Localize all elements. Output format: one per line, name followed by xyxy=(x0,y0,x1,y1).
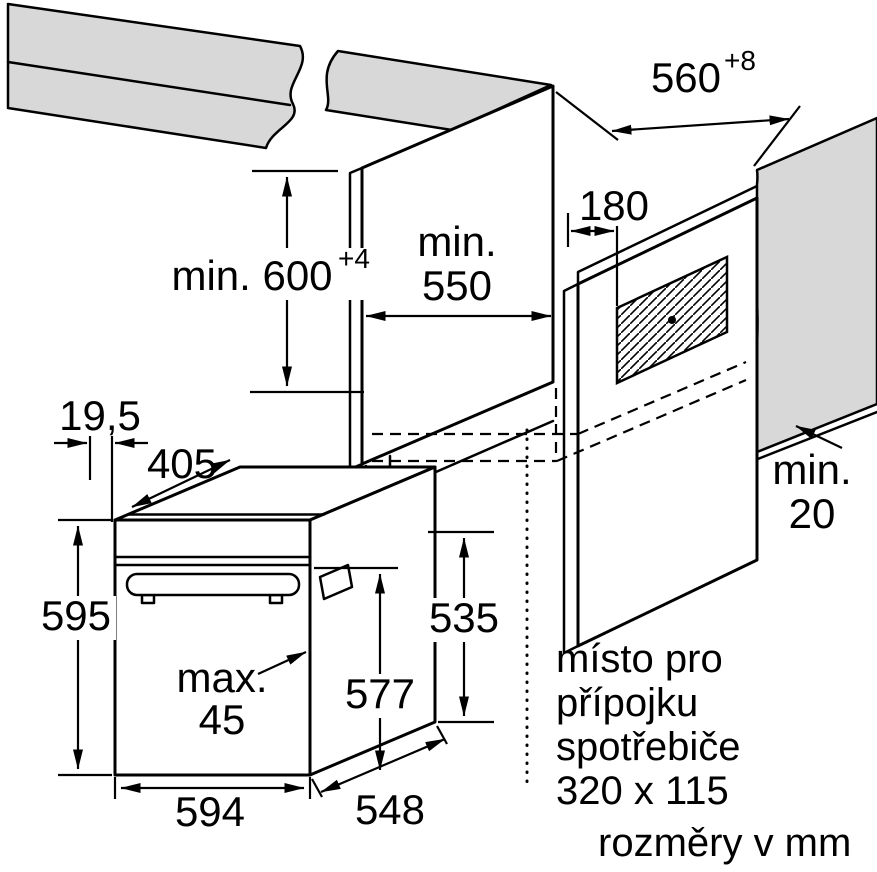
oven-door-handle xyxy=(125,572,301,597)
dimension-niche-depth: min. 550 xyxy=(365,218,552,321)
door-overhang-label: 19,5 xyxy=(59,392,141,439)
connection-offset-label: 180 xyxy=(579,182,649,229)
oven-width-label: 594 xyxy=(175,788,245,835)
dim-577-label: 577 xyxy=(345,670,415,717)
note-line-4: 320 x 115 xyxy=(556,769,729,813)
dimension-niche-height: min. 600 +4 xyxy=(164,169,376,394)
niche-side-panel xyxy=(562,184,759,655)
units-note: rozměry v mm xyxy=(598,821,851,865)
door-protrusion-label-max: max. xyxy=(176,654,267,701)
niche-floor-hidden-lines xyxy=(372,360,747,463)
connection-area-note: místo pro přípojku spotřebiče 320 x 115 xyxy=(556,637,741,813)
note-line-2: přípojku xyxy=(556,681,698,725)
oven-height-label: 595 xyxy=(41,592,111,639)
oven-side-face xyxy=(308,465,437,777)
dimension-niche-width: 560 +8 xyxy=(555,45,801,167)
dimension-oven-height: 595 xyxy=(36,518,116,777)
note-line-1: místo pro xyxy=(556,637,723,681)
dimension-577: 577 xyxy=(314,566,420,771)
cutout-center-dot xyxy=(668,316,676,324)
niche-width-tolerance: +8 xyxy=(724,45,756,76)
niche-height-label: min. 600 xyxy=(171,252,332,299)
dimension-535: 535 xyxy=(424,530,504,724)
dimension-door-overhang: 19,5 xyxy=(54,392,148,522)
dimension-top-depth: 405 xyxy=(131,440,231,508)
niche-width-label: 560 xyxy=(651,54,721,101)
niche-height-tolerance: +4 xyxy=(338,243,370,274)
dimension-rear-gap: min. 20 xyxy=(772,425,852,537)
connection-cutout xyxy=(615,255,729,385)
dim-535-label: 535 xyxy=(429,594,499,641)
dimension-oven-width: 594 xyxy=(113,777,312,835)
note-line-3: spotřebiče xyxy=(556,725,741,769)
room-wall xyxy=(743,116,877,466)
oven-depth-label: 548 xyxy=(355,786,425,833)
top-depth-label: 405 xyxy=(147,440,217,487)
rear-gap-label-value: 20 xyxy=(789,490,836,537)
oven-front-face xyxy=(113,518,312,777)
niche-depth-label-min: min. xyxy=(417,218,496,265)
dimension-oven-depth: 548 xyxy=(311,725,448,833)
dimension-door-protrusion: max. 45 xyxy=(176,651,307,743)
dimension-connection-offset: 180 xyxy=(566,182,649,306)
oven xyxy=(113,465,437,777)
niche-depth-label-value: 550 xyxy=(422,262,492,309)
door-protrusion-label-value: 45 xyxy=(199,696,246,743)
rear-gap-label-min: min. xyxy=(772,446,851,493)
